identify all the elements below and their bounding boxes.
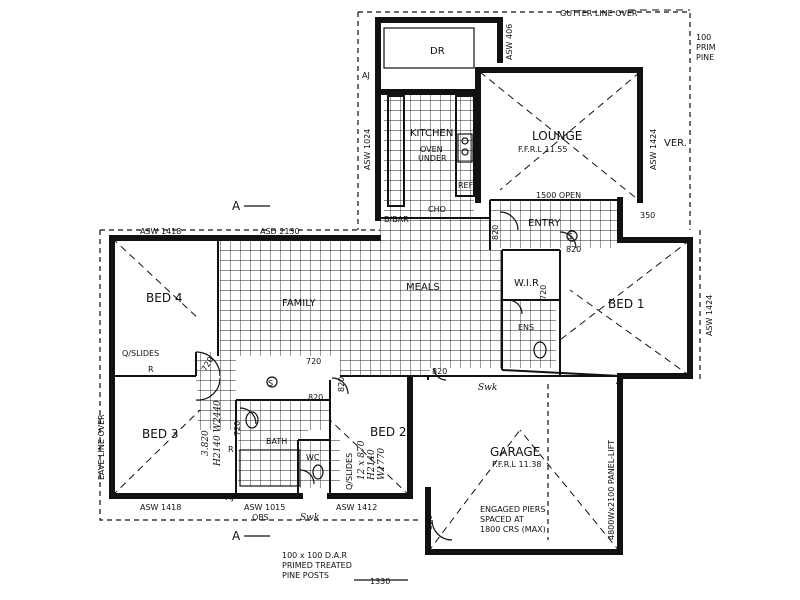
door-swings	[195, 211, 577, 541]
room-bed2-label: BED 2	[370, 425, 407, 439]
robe-r-bed3: R	[228, 445, 234, 454]
posts-note-3: PINE POSTS	[282, 571, 329, 580]
piers-note-3: 1800 CRS (MAX)	[480, 525, 546, 534]
dim-asw1024: ASW 1024	[363, 129, 372, 170]
posts-note-2: PRIMED TREATED	[282, 561, 352, 570]
smoke-s-entry: S	[568, 232, 573, 241]
dim-820-meals: 820	[432, 367, 447, 376]
room-garage-ffrl: F.F.R.L 11.38	[492, 460, 541, 469]
prim-pine-note-2: PRIM	[696, 43, 716, 52]
posts-note-1: 100 x 100 D.A.R	[282, 551, 347, 560]
ch-label: CHO	[428, 205, 446, 214]
dim-820-garage-side: 820	[425, 515, 434, 530]
dim-asw1418-bottom: ASW 1418	[140, 503, 181, 512]
dim-820-entry: 820	[491, 225, 500, 240]
dim-350: 350	[640, 211, 655, 220]
room-bed4-label: BED 4	[146, 291, 183, 305]
room-dr-label: DR	[430, 46, 445, 57]
room-family-label: FAMILY	[282, 298, 316, 309]
bed2-slide-note-3: W1770	[377, 448, 387, 480]
robe-r-bed4: R	[148, 365, 154, 374]
room-bath-label: BATH	[266, 437, 287, 446]
dim-820-bed2: 820	[337, 377, 346, 392]
room-entry-label: ENTRY	[528, 218, 561, 229]
verandah-label: VER.	[664, 138, 687, 149]
eave-lines	[99, 11, 701, 540]
fixtures	[239, 137, 578, 487]
internal-walls	[112, 27, 621, 496]
room-ens-label: ENS	[518, 323, 534, 332]
oven-label: OVEN	[420, 145, 443, 154]
smoke-s-hall: S	[268, 379, 273, 388]
under-label: UNDER	[418, 154, 447, 163]
section-a-top: A	[232, 199, 241, 213]
room-lounge-ffrl: F.F.R.L 11.55	[518, 145, 567, 154]
bath-tiles	[238, 402, 308, 486]
dim-720-wc: 720	[306, 357, 321, 366]
q-slides-bed4: Q/SLIDES	[122, 349, 159, 358]
room-kitchen-label: KITCHEN	[410, 128, 453, 139]
room-bed1-label: BED 1	[608, 297, 645, 311]
prim-pine-note-3: PINE	[696, 53, 714, 62]
dim-820-bath: 820	[308, 393, 323, 402]
room-wc-label: WC	[306, 453, 320, 462]
wc-tiles	[300, 440, 340, 488]
piers-note-1: ENGAGED PIERS	[480, 505, 545, 514]
piers-note-2: SPACED AT	[480, 515, 524, 524]
bed2-slide-note-1: 12 x 870	[357, 440, 367, 480]
gutter-line-note: GUTTER LINE OVER	[560, 9, 638, 18]
dim-asw1424-lounge: ASW 1424	[649, 129, 658, 170]
dim-asw1015: ASW 1015	[244, 503, 285, 512]
dim-asw1418-top: ASW 1418	[140, 227, 181, 236]
aj-bed1: AJ	[616, 377, 624, 386]
section-a-bottom: A	[232, 529, 241, 543]
dim-asw1424-bed1: ASW 1424	[705, 295, 714, 336]
ensuite-tiles	[486, 300, 556, 368]
bbar-label: B/BAR	[384, 215, 409, 224]
eave-line-note: EAVE LINE OVER	[97, 414, 106, 480]
aj-top: AJ	[362, 71, 370, 80]
room-bed3-label: BED 3	[142, 427, 179, 441]
room-garage-label: GARAGE	[490, 445, 540, 459]
bed3-slide-note-2: H2140 W2440	[213, 400, 223, 467]
dim-asw406: ASW 406	[505, 24, 514, 60]
swk-note-1: Swk	[478, 383, 497, 393]
bed2-slide-note-2: H2140	[367, 449, 377, 481]
dim-720-bath: 720	[233, 421, 242, 436]
panel-lift-note: 4800Wx2100 PANEL-LIFT	[607, 440, 616, 540]
open-1500-note: 1500 OPEN	[536, 191, 581, 200]
family-meals-tiles	[218, 218, 502, 376]
obs-note: OBS	[252, 513, 269, 522]
dim-asd2130: ASD 2130	[260, 227, 300, 236]
dim-720-wir: 720	[539, 285, 548, 300]
swk-note-2: Swk	[300, 513, 319, 523]
roof-hip-lines	[111, 9, 691, 553]
entry-tiles	[490, 200, 620, 248]
room-meals-label: MEALS	[406, 282, 440, 293]
dim-820-entry-2: 820	[566, 245, 581, 254]
prim-pine-note-1: 100	[696, 33, 711, 42]
aj-bottom: AJ	[226, 493, 234, 502]
bed3-slide-note-1: 3.820	[201, 430, 211, 456]
dim-1330: 1330	[370, 577, 390, 586]
q-slides-bed2: Q/SLIDES	[345, 453, 354, 490]
ref-label: REF	[458, 181, 474, 190]
dim-asw1412: ASW 1412	[336, 503, 377, 512]
room-lounge-label: LOUNGE	[532, 129, 582, 143]
room-wir-label: W.I.R	[514, 278, 539, 289]
